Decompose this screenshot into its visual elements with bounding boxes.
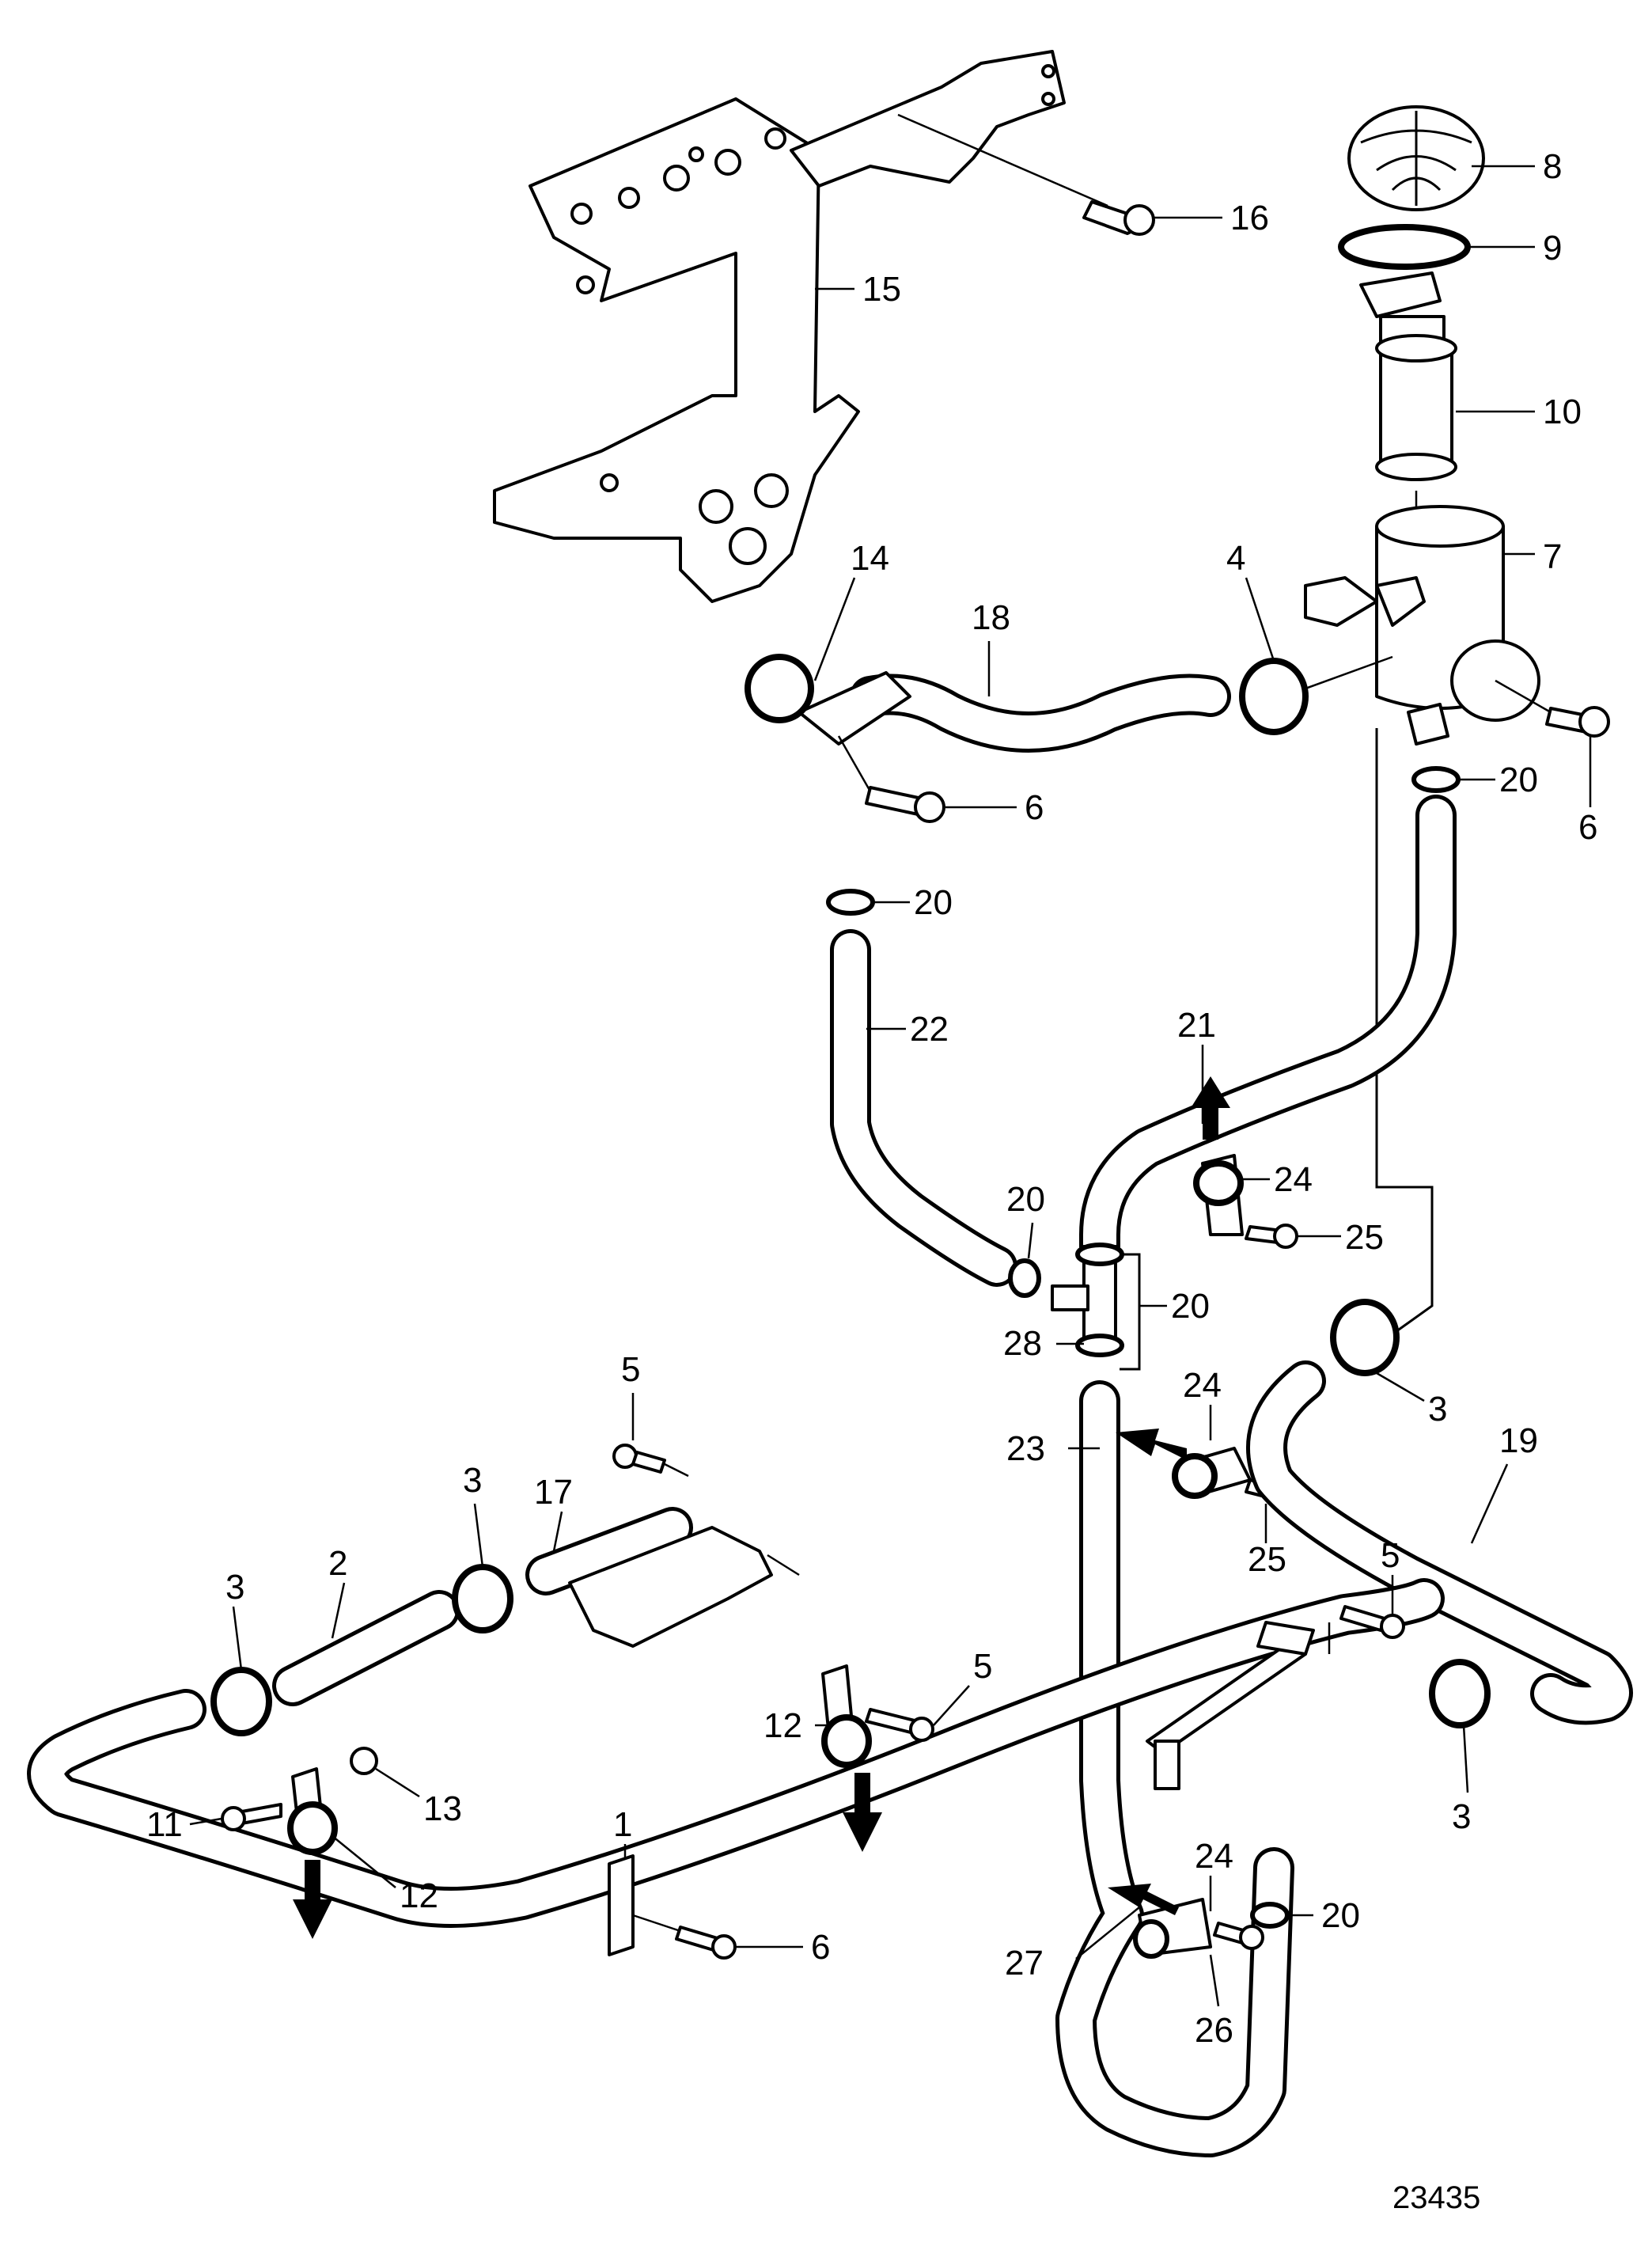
callout-28: 28 — [1003, 1324, 1042, 1363]
hose-clamp-part-3-middle — [452, 1503, 513, 1633]
callout-26: 26 — [1195, 2011, 1233, 2050]
bracket-part-15 — [493, 50, 1066, 603]
bolt-part-6-right — [1495, 679, 1610, 807]
filter-element-part-10 — [1359, 271, 1535, 481]
callout-13: 13 — [423, 1789, 462, 1828]
callout-5-right: 5 — [1381, 1536, 1400, 1575]
bolt-part-6-bottom — [608, 1854, 803, 1960]
callout-22: 22 — [910, 1010, 949, 1049]
hose-clamp-part-4 — [1239, 577, 1393, 735]
callout-19: 19 — [1499, 1421, 1538, 1460]
hose-part-19 — [1246, 1360, 1633, 1725]
callout-1: 1 — [613, 1805, 632, 1844]
bracket-part-17 — [525, 1507, 800, 1648]
hose-clamp-part-20-top-left — [826, 889, 910, 916]
callout-24-lower: 24 — [1195, 1837, 1233, 1876]
callout-20-top-left: 20 — [914, 883, 953, 922]
callout-17: 17 — [534, 1473, 573, 1512]
callout-11: 11 — [146, 1805, 183, 1844]
callout-12-left: 12 — [400, 1876, 438, 1915]
clip-part-24-lower — [1075, 1876, 1313, 2007]
hose-clamp-part-3-upper-right — [1330, 1299, 1425, 1402]
callout-20-right-tee: 20 — [1171, 1287, 1210, 1326]
clip-part-12-middle — [815, 1664, 970, 1768]
callout-5-middle: 5 — [973, 1647, 992, 1686]
t-piece-part-28 — [1008, 1222, 1167, 1371]
callout-3-left: 3 — [225, 1568, 244, 1607]
clip-part-24-upper — [1193, 1154, 1341, 1249]
callout-21: 21 — [1177, 1006, 1216, 1045]
o-ring-part-9 — [1338, 224, 1535, 270]
callout-12-middle: 12 — [763, 1706, 802, 1745]
callout-20-left-tee: 20 — [1006, 1180, 1045, 1219]
callout-10: 10 — [1543, 393, 1582, 431]
callout-16: 16 — [1230, 199, 1269, 237]
callout-27: 27 — [1005, 1944, 1044, 1983]
callout-25-upper: 25 — [1345, 1218, 1384, 1257]
callout-24-middle: 24 — [1183, 1366, 1222, 1405]
callout-25-middle: 25 — [1248, 1540, 1286, 1579]
callout-6-right: 6 — [1578, 808, 1597, 847]
callout-5-upper: 5 — [621, 1350, 640, 1389]
callout-14: 14 — [851, 539, 889, 578]
clip-part-12-left — [189, 1747, 420, 1888]
callout-7: 7 — [1543, 537, 1562, 576]
callout-20-lower: 20 — [1321, 1896, 1360, 1935]
callout-8: 8 — [1543, 147, 1562, 186]
bolt-part-5-upper — [612, 1393, 689, 1478]
callout-3-middle: 3 — [463, 1461, 482, 1500]
bolt-part-16 — [897, 113, 1222, 236]
hose-part-21 — [1079, 795, 1457, 1267]
hose-part-18 — [798, 641, 1231, 753]
hose-part-2 — [272, 1582, 460, 1706]
callout-6-middle: 6 — [1025, 788, 1044, 827]
oil-separator-housing-part-7 — [1304, 491, 1540, 746]
callout-6-bottom: 6 — [811, 1928, 830, 1967]
callout-9: 9 — [1543, 229, 1562, 267]
hose-clamp-part-20-top-right — [1411, 766, 1495, 793]
callout-4: 4 — [1226, 539, 1245, 578]
callout-24-upper: 24 — [1274, 1160, 1313, 1199]
callout-23: 23 — [1006, 1429, 1045, 1468]
seal-part-14 — [745, 577, 856, 723]
bracket-part-right-support — [1146, 1575, 1405, 1790]
figure-number: 23435 — [1392, 2180, 1480, 2215]
callout-15: 15 — [862, 270, 901, 309]
hose-part-22 — [830, 929, 1017, 1287]
callout-3-upper-right: 3 — [1428, 1390, 1447, 1429]
flow-arrows — [293, 1076, 1230, 1939]
bolt-part-6-middle — [837, 735, 1017, 823]
callout-2: 2 — [328, 1544, 347, 1583]
callout-18: 18 — [972, 598, 1010, 637]
callout-20-top-right: 20 — [1499, 761, 1538, 799]
hose-clamp-part-3-right — [1429, 1659, 1491, 1793]
hose-clamp-part-3-left — [210, 1606, 272, 1736]
oil-separator-cap-part-8 — [1347, 105, 1535, 211]
callout-3-right: 3 — [1452, 1797, 1471, 1836]
